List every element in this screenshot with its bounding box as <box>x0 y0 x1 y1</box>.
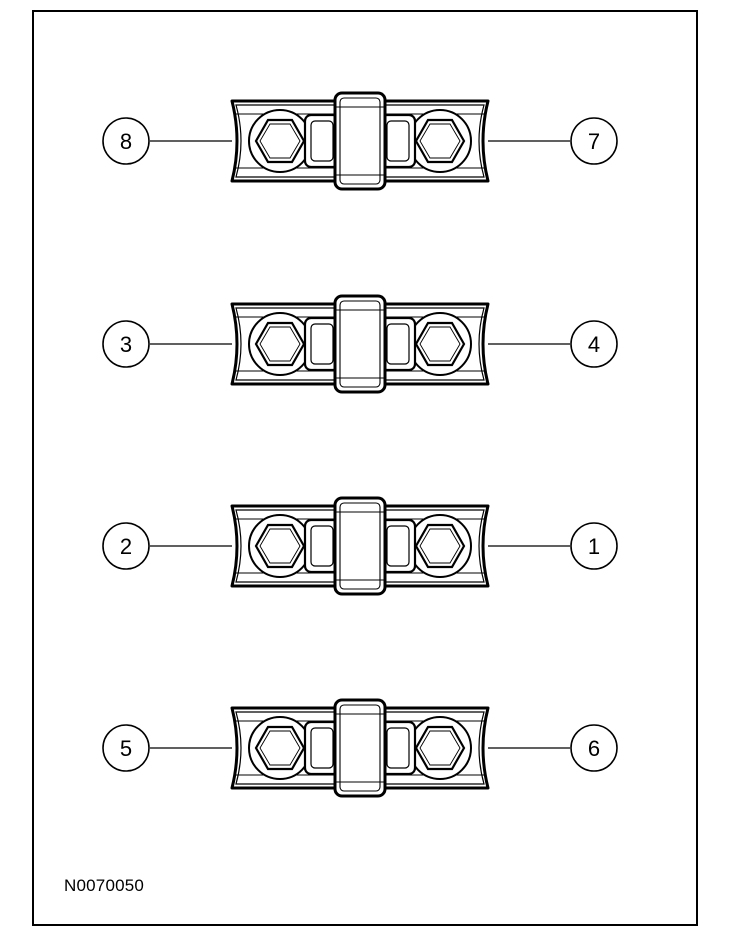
callout-left: 5 <box>102 724 232 772</box>
bearing-cap <box>230 294 490 394</box>
callout-number: 7 <box>588 129 600 154</box>
callout-number: 5 <box>120 736 132 761</box>
callout-number: 8 <box>120 129 132 154</box>
callout-right: 4 <box>488 320 618 368</box>
bearing-cap <box>230 698 490 798</box>
bearing-cap-row-2 <box>230 294 490 394</box>
figure-id: N0070050 <box>64 876 145 895</box>
callout-number: 1 <box>588 534 600 559</box>
callout-left: 2 <box>102 522 232 570</box>
callout-right: 1 <box>488 522 618 570</box>
callout-left: 3 <box>102 320 232 368</box>
callout-left: 8 <box>102 117 232 165</box>
callout-number: 2 <box>120 534 132 559</box>
callout-right: 6 <box>488 724 618 772</box>
callout-number: 3 <box>120 332 132 357</box>
callout-number: 4 <box>588 332 600 357</box>
diagram-frame <box>32 10 698 926</box>
bearing-cap-row-3 <box>230 496 490 596</box>
bearing-cap-row-1 <box>230 91 490 191</box>
bearing-cap-row-4 <box>230 698 490 798</box>
callout-number: 6 <box>588 736 600 761</box>
bearing-cap <box>230 496 490 596</box>
callout-right: 7 <box>488 117 618 165</box>
bearing-cap <box>230 91 490 191</box>
